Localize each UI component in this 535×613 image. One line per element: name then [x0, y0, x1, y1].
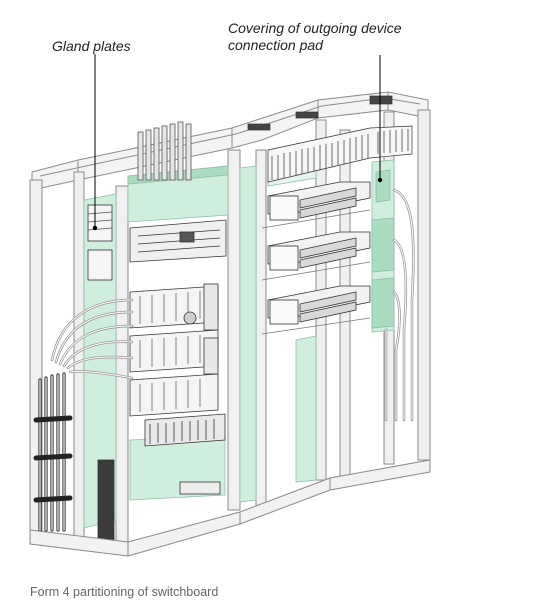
figure-caption: Form 4 partitioning of switchboard [30, 585, 219, 599]
top-grille [247, 95, 413, 183]
outgoing-devices [261, 181, 371, 335]
leader-lines [94, 54, 381, 228]
bottom-frame [29, 459, 431, 557]
cable-bundles [33, 188, 415, 532]
middle-devices [129, 219, 227, 495]
callout-covering-line1: Covering of outgoing device [228, 20, 402, 36]
partition-panels [83, 139, 395, 529]
vertical-busbars [137, 121, 192, 181]
callout-covering-line2: connection pad [228, 37, 323, 53]
callout-gland-plates: Gland plates [52, 38, 131, 54]
gland-plate-area [87, 204, 115, 541]
leader-dot-covering [377, 177, 383, 183]
leader-dot-gland [92, 225, 98, 231]
callout-covering: Covering of outgoing device connection p… [228, 20, 402, 54]
